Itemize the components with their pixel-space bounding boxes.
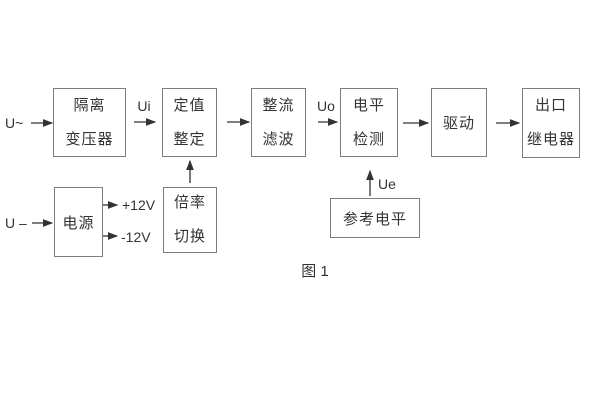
block-reference-level: 参考电平 (330, 198, 420, 238)
block-label: 倍率 (173, 194, 206, 211)
block-rectifier-filter: 整流 滤波 (251, 88, 306, 157)
block-label: 滤波 (262, 130, 295, 148)
block-label: 参考电平 (342, 210, 407, 228)
block-label: 隔离 (73, 96, 106, 114)
block-setting-adjust: 定值 整定 (162, 88, 217, 157)
block-label: 电源 (62, 214, 95, 232)
block-label: 整流 (262, 96, 295, 114)
block-label: 切换 (173, 228, 206, 245)
label-ue: Ue (378, 176, 396, 192)
block-label: 出口 (534, 97, 567, 114)
block-label: 变压器 (65, 130, 114, 148)
label-rail-positive: +12V (122, 197, 156, 213)
block-output-relay: 出口 继电器 (522, 88, 580, 158)
block-label: 驱动 (442, 115, 475, 132)
block-label: 定值 (173, 96, 206, 114)
block-ratio-switch: 倍率 切换 (163, 187, 217, 253)
block-power-supply: 电源 (54, 187, 103, 257)
label-ui: Ui (137, 98, 151, 114)
block-label: 电平 (352, 96, 385, 114)
block-level-detect: 电平 检测 (340, 88, 398, 157)
block-label: 整定 (173, 130, 206, 148)
label-ac-input: U~ (5, 115, 24, 131)
block-label: 检测 (352, 130, 385, 148)
label-dc-input: U – (5, 215, 27, 231)
block-isolation-transformer: 隔离 变压器 (53, 88, 126, 157)
block-label: 继电器 (526, 131, 575, 148)
label-uo: Uo (317, 98, 335, 114)
block-driver: 驱动 (431, 88, 487, 157)
figure-caption: 图 1 (301, 263, 329, 280)
label-rail-negative: -12V (121, 229, 151, 245)
